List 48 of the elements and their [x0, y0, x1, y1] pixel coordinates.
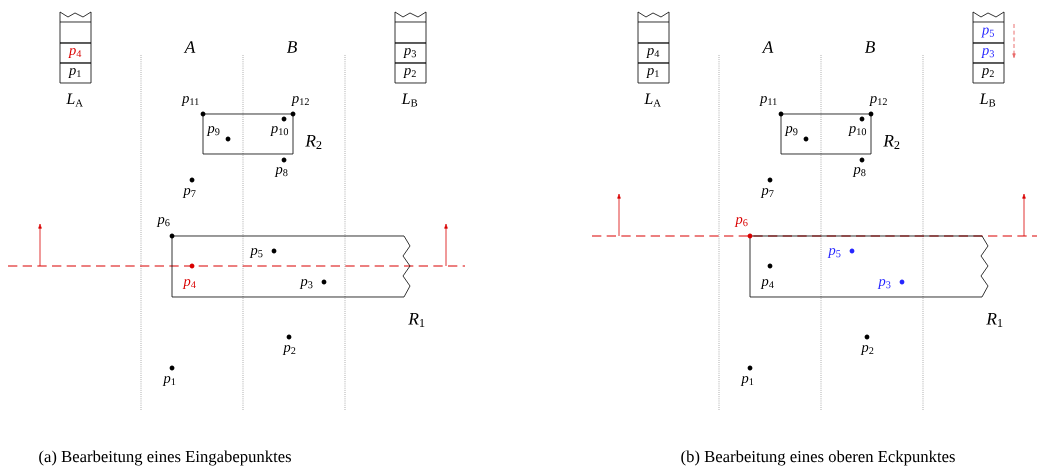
point-label: p$_{12}$: [869, 96, 887, 106]
stack-label: L$_{B}$: [979, 93, 996, 107]
region-label: A: [183, 41, 196, 53]
point-label: p$_{12}$: [291, 96, 309, 106]
point-label: p$_{10}$: [270, 126, 289, 136]
rectangle: [171, 235, 411, 298]
stack-cell: p$_{3}$: [972, 42, 1005, 64]
caption: (b) Bearbeitung eines oberen Eckpunktes: [681, 450, 955, 466]
stack-cell: p$_{1}$: [637, 62, 670, 84]
point-label: p$_{3}$: [877, 279, 891, 289]
rectangle: [780, 113, 872, 155]
region-label: B: [286, 41, 297, 53]
point-label: p$_{7}$: [182, 188, 196, 198]
stack-cell: [394, 11, 427, 44]
point-label: p$_{2}$: [282, 345, 296, 355]
stack-cell: [59, 11, 92, 44]
stack-label: L$_{B}$: [401, 93, 418, 107]
point-label: p$_{5}$: [827, 248, 841, 258]
stack-cell: p$_{1}$: [59, 62, 92, 84]
point-label: p$_{4}$: [760, 279, 774, 289]
point-label: p$_{1}$: [162, 376, 176, 386]
point-label: p$_{5}$: [249, 248, 263, 258]
point-label: p$_{1}$: [740, 376, 754, 386]
point-label: p$_{3}$: [299, 279, 313, 289]
stack-cell: [637, 11, 670, 44]
stack-label: L$_{A}$: [66, 93, 83, 107]
stack-cell: p$_{4}$: [59, 42, 92, 64]
stack-label: L$_{A}$: [644, 93, 661, 107]
rectangle: [202, 113, 294, 155]
caption: (a) Bearbeitung eines Eingabepunktes: [39, 450, 291, 466]
region-label: B: [864, 41, 875, 53]
stack-cell: p$_{5}$: [972, 11, 1005, 44]
region-label: A: [761, 41, 774, 53]
stack-cell: p$_{3}$: [394, 42, 427, 64]
point-label: p$_{2}$: [860, 345, 874, 355]
point-label: p$_{10}$: [848, 126, 867, 136]
point-label: p$_{7}$: [760, 188, 774, 198]
stack-cell: p$_{4}$: [637, 42, 670, 64]
rectangle-label: R$_{2}$: [305, 135, 322, 149]
stack-cell: p$_{2}$: [394, 62, 427, 84]
point-label: p$_{9}$: [784, 126, 798, 136]
point-label: p$_{9}$: [206, 126, 220, 136]
rectangle-label: R$_{1}$: [408, 313, 425, 327]
rectangle-label: R$_{2}$: [883, 135, 900, 149]
stack-cell: p$_{2}$: [972, 62, 1005, 84]
rectangle-label: R$_{1}$: [986, 313, 1003, 327]
rectangle: [749, 235, 989, 298]
point-label: p$_{4}$: [182, 279, 196, 289]
